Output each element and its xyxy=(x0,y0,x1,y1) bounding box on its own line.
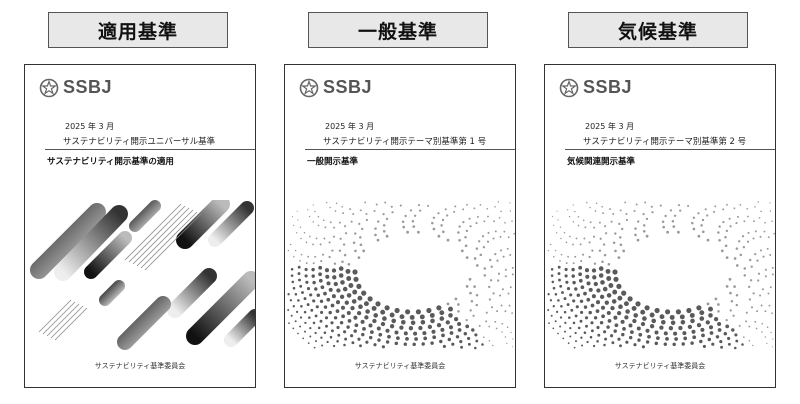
category-label-general: 一般基準 xyxy=(308,12,488,48)
ssbj-logo: SSBJ xyxy=(299,77,372,98)
publisher-footer: サステナビリティ基準委員会 xyxy=(94,362,186,370)
title-divider xyxy=(305,149,515,150)
publication-date: 2025 年 3 月 xyxy=(585,122,635,131)
title-divider xyxy=(565,149,775,150)
standard-name: サステナビリティ開示テーマ別基準第 1 号 xyxy=(323,137,487,147)
publisher-footer: サステナビリティ基準委員会 xyxy=(614,362,706,370)
cover-art-diagonal-stripes xyxy=(30,200,255,350)
cover-art-dot-ring xyxy=(287,201,515,350)
publication-date: 2025 年 3 月 xyxy=(65,122,115,131)
ssbj-logo: SSBJ xyxy=(39,77,112,98)
document-cover-general[interactable]: SSBJ 2025 年 3 月 サステナビリティ開示テーマ別基準第 1 号 一般… xyxy=(284,64,516,388)
cover-art-dot-ring xyxy=(547,201,775,350)
category-label-applicable: 適用基準 xyxy=(48,12,228,48)
document-cover-universal[interactable]: SSBJ 2025 年 3 月 サステナビリティ開示ユニバーサル基準 サステナビ… xyxy=(24,64,256,388)
standard-name: サステナビリティ開示テーマ別基準第 2 号 xyxy=(583,137,747,147)
document-cover-climate[interactable]: SSBJ 2025 年 3 月 サステナビリティ開示テーマ別基準第 2 号 気候… xyxy=(544,64,776,388)
ssbj-star-logo-icon xyxy=(299,78,319,97)
ssbj-star-logo-icon xyxy=(39,78,59,97)
standard-subtitle: サステナビリティ開示基準の適用 xyxy=(47,157,174,167)
logo-text: SSBJ xyxy=(63,77,113,97)
publisher-footer: サステナビリティ基準委員会 xyxy=(354,362,446,370)
ssbj-logo: SSBJ xyxy=(559,77,632,98)
title-divider xyxy=(45,149,255,150)
logo-text: SSBJ xyxy=(323,77,373,97)
standard-subtitle: 気候関連開示基準 xyxy=(567,157,636,167)
standard-name: サステナビリティ開示ユニバーサル基準 xyxy=(63,137,216,147)
ssbj-star-logo-icon xyxy=(559,78,579,97)
category-label-climate: 気候基準 xyxy=(568,12,748,48)
standard-subtitle: 一般開示基準 xyxy=(307,157,359,167)
logo-text: SSBJ xyxy=(583,77,633,97)
publication-date: 2025 年 3 月 xyxy=(325,122,375,131)
